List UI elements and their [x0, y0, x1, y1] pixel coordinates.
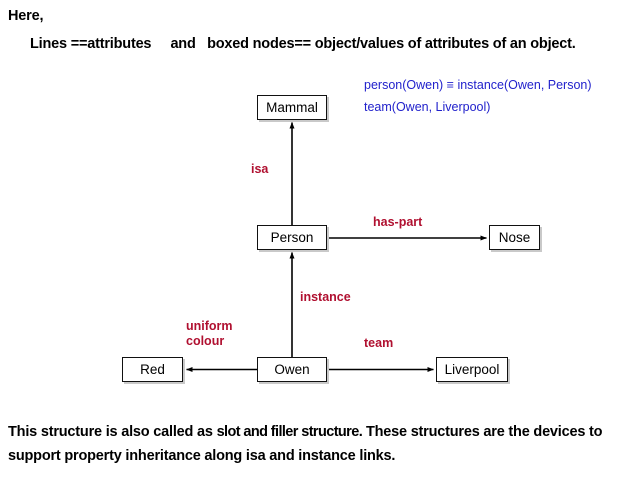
node-owen[interactable]: Owen: [257, 357, 327, 382]
node-red[interactable]: Red: [122, 357, 183, 382]
edge-label-isa: isa: [251, 162, 269, 176]
node-red-label: Red: [140, 362, 165, 377]
footer-emphasis: slot and filler structure.: [216, 424, 363, 440]
node-person[interactable]: Person: [257, 225, 327, 250]
node-liverpool-label: Liverpool: [444, 362, 500, 377]
edge-label-instance: instance: [300, 290, 351, 304]
edge-label-has-part: has-part: [373, 215, 423, 229]
node-nose[interactable]: Nose: [489, 225, 540, 250]
header-line-legend: Lines ==attributes and boxed nodes== obj…: [30, 36, 576, 52]
footer-text-part1: This structure is also called as: [8, 424, 217, 440]
node-nose-label: Nose: [498, 230, 531, 245]
formula-person-instance: person(Owen) ≡ instance(Owen, Person): [364, 78, 592, 92]
node-mammal[interactable]: Mammal: [257, 95, 327, 120]
formula-block: person(Owen) ≡ instance(Owen, Person) te…: [364, 74, 592, 118]
node-mammal-label: Mammal: [266, 100, 318, 115]
edge-label-team: team: [364, 336, 394, 350]
node-owen-label: Owen: [274, 362, 310, 377]
node-person-label: Person: [270, 230, 314, 245]
header-line-here: Here,: [8, 8, 44, 24]
footer-text-part2: These structures are the devices to supp…: [8, 424, 603, 464]
formula-team: team(Owen, Liverpool): [364, 100, 491, 114]
footer-paragraph: This structure is also called as slot an…: [8, 420, 628, 468]
node-liverpool[interactable]: Liverpool: [436, 357, 508, 382]
edge-label-uniform-colour: uniform colour: [186, 319, 233, 348]
